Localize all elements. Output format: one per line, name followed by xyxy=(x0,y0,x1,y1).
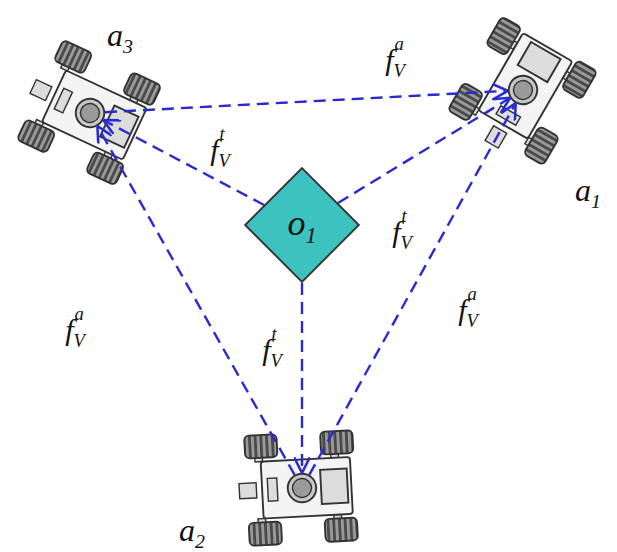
robot-a2 xyxy=(237,430,359,546)
agent-label: a1 xyxy=(575,174,601,206)
robot-a3 xyxy=(10,37,162,186)
edge-label: fVt xyxy=(208,135,232,165)
edge-label: fVt xyxy=(260,335,284,365)
diamond-shape xyxy=(245,168,359,282)
robot-node: a3 xyxy=(75,98,105,128)
edge-label: fVa xyxy=(456,295,480,325)
dashed-connector xyxy=(105,91,508,112)
robot-node: a1 xyxy=(508,75,538,105)
robot-node: a2 xyxy=(287,473,317,503)
target-diamond: o1 xyxy=(244,167,360,283)
agent-label: a2 xyxy=(179,514,205,546)
edge-label: fVt xyxy=(390,217,414,247)
dashed-connector xyxy=(301,283,303,473)
agent-label: a3 xyxy=(107,19,133,51)
dashed-connector xyxy=(338,98,510,203)
dashed-connector xyxy=(97,126,294,475)
target-label: o1 xyxy=(287,205,316,241)
edge-label: fVa xyxy=(63,315,87,345)
edge-label: fVa xyxy=(383,45,407,75)
dashed-connector xyxy=(103,120,264,205)
